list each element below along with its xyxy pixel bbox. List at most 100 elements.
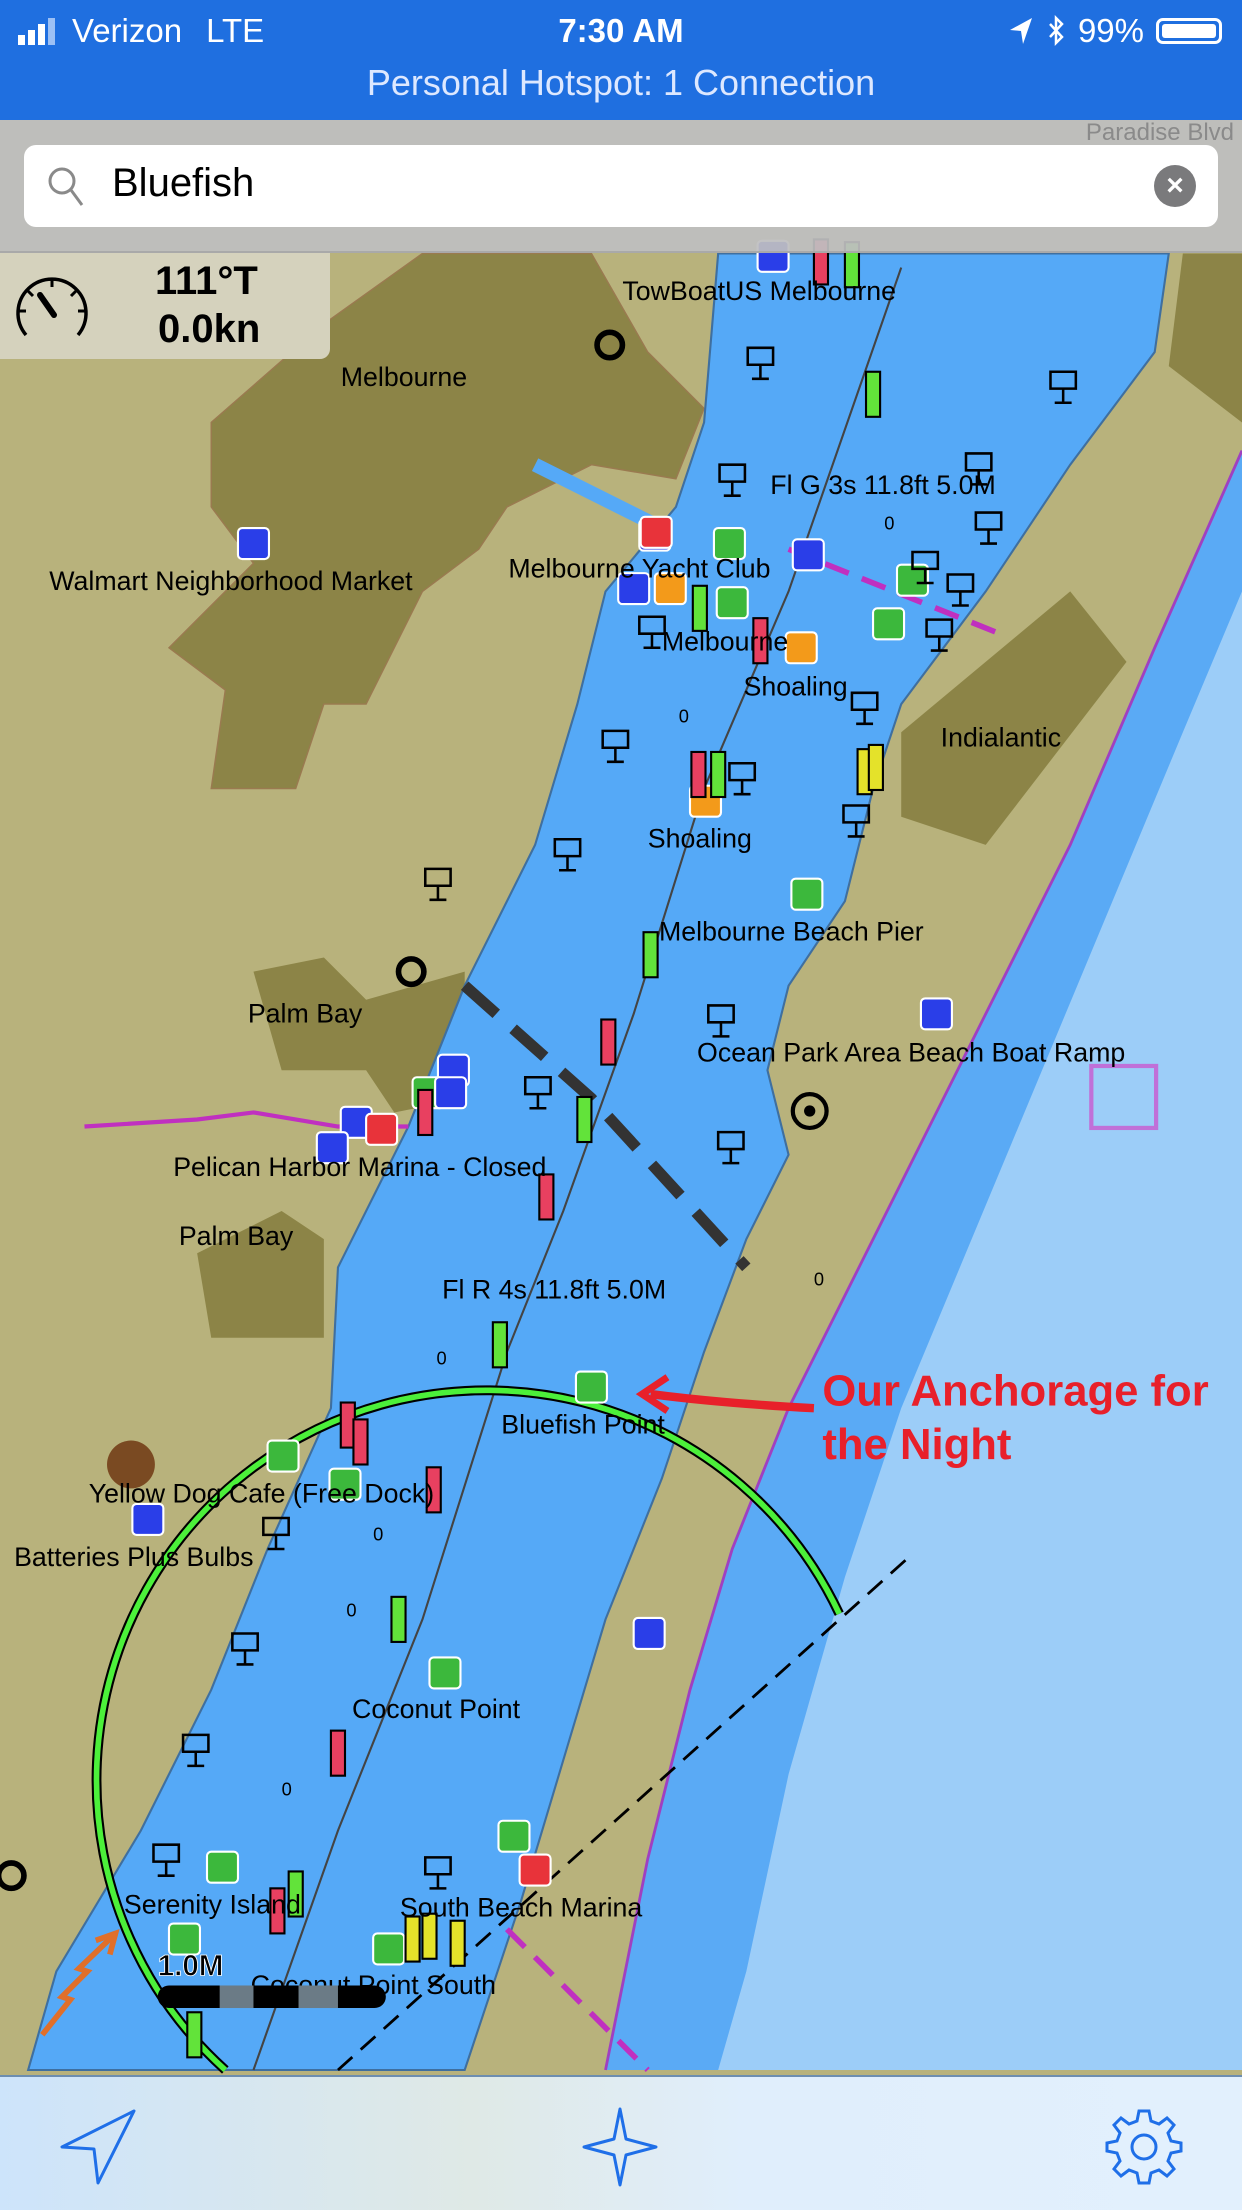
poi-marker[interactable] — [784, 631, 818, 665]
beacon-symbol[interactable] — [707, 1004, 735, 1038]
map-place-label[interactable]: Serenity Island — [124, 1890, 301, 1920]
navigation-buoy[interactable] — [329, 1729, 347, 1777]
navigation-buoy[interactable] — [352, 1418, 369, 1466]
navigation-buoy[interactable] — [710, 750, 727, 799]
navigation-buoy[interactable] — [752, 617, 769, 665]
poi-marker[interactable] — [715, 586, 749, 620]
navigation-buoy[interactable] — [538, 1173, 555, 1221]
map-place-label[interactable]: Melbourne Beach Pier — [659, 917, 924, 947]
beacon-symbol[interactable] — [638, 615, 666, 650]
settings-gear-icon[interactable] — [1104, 2107, 1184, 2187]
poi-marker[interactable] — [131, 1502, 165, 1536]
navigation-buoy[interactable] — [417, 1088, 434, 1137]
map-place-label[interactable]: Melbourne — [662, 627, 788, 657]
poi-marker[interactable] — [315, 1131, 349, 1165]
hotspot-banner[interactable]: Personal Hotspot: 1 Connection — [366, 62, 876, 103]
map-place-label[interactable]: South Beach Marina — [400, 1893, 643, 1923]
navigation-buoy[interactable] — [576, 1095, 593, 1144]
poi-marker[interactable] — [372, 1932, 406, 1966]
map-place-label[interactable]: Shoaling — [648, 824, 752, 854]
beacon-symbol[interactable] — [152, 1843, 181, 1877]
map-place-label[interactable]: Shoaling — [744, 672, 848, 702]
navigation-buoy[interactable] — [867, 743, 884, 792]
poi-marker[interactable] — [639, 515, 673, 549]
poi-marker[interactable] — [872, 607, 906, 641]
poi-marker[interactable] — [653, 572, 687, 606]
navigation-buoy[interactable] — [287, 1870, 304, 1918]
navigation-buoy[interactable] — [491, 1321, 508, 1369]
info-icon[interactable] — [1089, 1063, 1159, 1131]
poi-marker[interactable] — [428, 1656, 462, 1690]
poi-marker[interactable] — [365, 1112, 399, 1146]
navigation-buoy[interactable] — [691, 584, 708, 632]
beacon-symbol[interactable] — [181, 1733, 210, 1768]
landmark-circle[interactable] — [0, 1860, 27, 1892]
poi-marker[interactable] — [790, 877, 824, 911]
map-place-label[interactable]: Fl R 4s 11.8ft 5.0M — [442, 1274, 666, 1304]
navigation-buoy[interactable] — [390, 1595, 407, 1643]
map-place-label[interactable]: Ocean Park Area Beach Boat Ramp — [697, 1038, 1125, 1068]
navigation-buoy[interactable] — [864, 370, 882, 418]
poi-marker[interactable] — [632, 1616, 666, 1651]
map-place-label[interactable]: Palm Bay — [179, 1221, 294, 1251]
beacon-symbol[interactable] — [262, 1516, 290, 1551]
poi-marker[interactable] — [236, 527, 271, 561]
map-place-label[interactable]: Pelican Harbor Marina - Closed — [173, 1152, 546, 1182]
poi-marker[interactable] — [574, 1370, 608, 1404]
beacon-symbol[interactable] — [746, 346, 775, 381]
beacon-symbol[interactable] — [974, 511, 1003, 545]
poi-marker[interactable] — [328, 1467, 362, 1501]
poi-circle[interactable] — [107, 1440, 155, 1489]
navigation-buoy[interactable] — [642, 931, 659, 979]
beacon-symbol[interactable] — [850, 691, 879, 726]
beacon-symbol[interactable] — [601, 729, 630, 764]
navigation-buoy[interactable] — [269, 1887, 286, 1935]
map-place-label[interactable]: TowBoatUS Melbourne — [622, 276, 896, 306]
search-input[interactable]: Bluefish × — [24, 145, 1218, 227]
beacon-symbol[interactable] — [716, 1130, 745, 1165]
target-landmark[interactable] — [790, 1092, 829, 1131]
poi-marker[interactable] — [434, 1076, 468, 1110]
poi-marker[interactable] — [712, 527, 746, 561]
landmark-circle[interactable] — [395, 956, 427, 988]
map-place-label[interactable]: Walmart Neighborhood Market — [49, 566, 413, 596]
beacon-symbol[interactable] — [423, 1856, 452, 1890]
map-place-label[interactable]: Batteries Plus Bulbs — [14, 1542, 253, 1572]
navigation-buoy[interactable] — [421, 1912, 438, 1960]
compass-star-icon[interactable] — [580, 2107, 660, 2187]
navigation-buoy[interactable] — [404, 1915, 421, 1963]
poi-marker[interactable] — [518, 1853, 552, 1887]
location-arrow-icon[interactable] — [58, 2107, 138, 2187]
clear-icon[interactable]: × — [1154, 165, 1196, 207]
beacon-symbol[interactable] — [911, 550, 940, 585]
beacon-symbol[interactable] — [964, 452, 993, 486]
beacon-symbol[interactable] — [728, 761, 757, 796]
search-query[interactable]: Bluefish — [112, 161, 255, 205]
poi-marker[interactable] — [919, 997, 953, 1031]
map-place-label[interactable]: Fl G 3s 11.8ft 5.0M — [770, 470, 995, 500]
map-place-label[interactable]: Coconut Point — [352, 1694, 521, 1724]
poi-marker[interactable] — [167, 1922, 202, 1956]
speed-heading-widget[interactable]: 111°T 0.0kn — [0, 253, 330, 359]
map-place-label[interactable]: Bluefish Point — [501, 1410, 665, 1440]
landmark-circle[interactable] — [594, 329, 626, 361]
navigation-buoy[interactable] — [449, 1919, 466, 1967]
beacon-symbol[interactable] — [1049, 370, 1078, 405]
poi-marker[interactable] — [791, 538, 825, 572]
map-place-label[interactable]: Palm Bay — [248, 998, 363, 1028]
map-place-label[interactable]: Melbourne Yacht Club — [508, 553, 770, 583]
navigation-buoy[interactable] — [425, 1466, 442, 1514]
beacon-symbol[interactable] — [718, 463, 747, 497]
poi-marker[interactable] — [266, 1439, 300, 1473]
poi-marker[interactable] — [497, 1819, 531, 1853]
navigation-buoy[interactable] — [186, 2011, 203, 2059]
beacon-symbol[interactable] — [842, 804, 871, 838]
beacon-symbol[interactable] — [946, 573, 975, 607]
beacon-symbol[interactable] — [925, 618, 954, 652]
beacon-symbol[interactable] — [523, 1075, 552, 1110]
beacon-symbol[interactable] — [423, 867, 452, 902]
beacon-symbol[interactable] — [553, 837, 582, 872]
navigation-buoy[interactable] — [600, 1018, 617, 1066]
map-place-label[interactable]: Indialantic — [941, 722, 1061, 752]
map-place-label[interactable]: Melbourne — [341, 362, 467, 392]
